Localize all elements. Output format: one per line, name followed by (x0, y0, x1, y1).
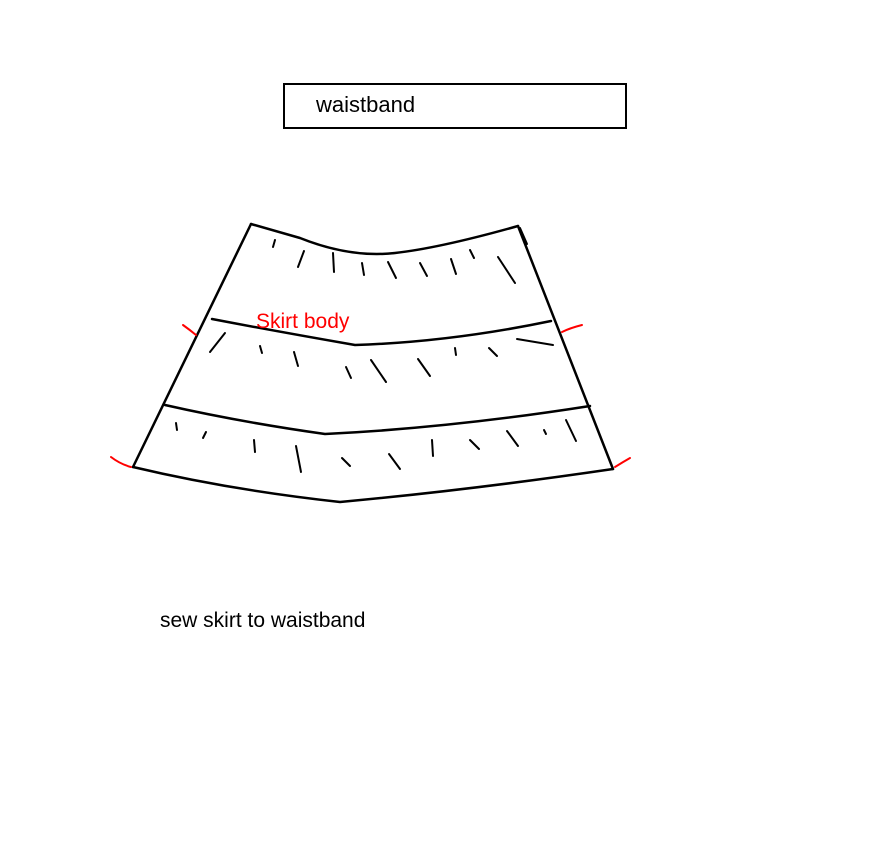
gather-mark (332, 252, 335, 273)
gather-mark (253, 439, 256, 453)
notch-mark-left-lower (110, 456, 132, 468)
gather-mark (519, 227, 528, 245)
gather-mark (175, 422, 178, 431)
gather-mark (297, 250, 305, 268)
gather-mark (388, 453, 401, 470)
gather-mark (488, 347, 498, 357)
gather-mark (565, 419, 577, 442)
gather-mark (450, 258, 457, 275)
gather-mark (469, 249, 475, 259)
gather-mark (202, 431, 207, 439)
gather-mark (370, 359, 387, 383)
gather-mark (419, 262, 428, 277)
gather-mark (387, 261, 397, 279)
gather-mark (454, 347, 457, 356)
skirt-top-edge (249, 222, 520, 256)
gather-mark (341, 457, 351, 467)
gather-mark (259, 345, 263, 354)
notch-mark-right-upper (561, 324, 583, 333)
notch-marks (110, 324, 631, 468)
skirt-bottom-edge (131, 465, 615, 504)
notch-mark-left-upper (182, 324, 197, 336)
gather-mark (469, 439, 480, 450)
skirt-outline (131, 222, 615, 504)
gather-mark (497, 256, 516, 284)
tier-seam-lower (163, 403, 592, 436)
skirt-right-edge (516, 224, 615, 471)
gather-mark (345, 366, 352, 379)
instruction-text: sew skirt to waistband (160, 609, 366, 632)
gather-mark (295, 445, 302, 473)
notch-mark-right-lower (614, 457, 631, 468)
gather-mark (417, 358, 431, 377)
waistband-piece (283, 83, 627, 129)
gather-marks (175, 227, 577, 473)
skirt-left-edge (131, 222, 253, 469)
skirt-body-label: Skirt body (256, 310, 350, 333)
gather-mark (209, 332, 226, 353)
gather-mark (361, 262, 365, 276)
waistband-label: waistband (316, 92, 416, 117)
gather-mark (506, 430, 519, 447)
gather-mark (516, 338, 554, 346)
gather-mark (272, 239, 276, 248)
gather-mark (543, 429, 547, 435)
tier-seam-upper (210, 317, 553, 347)
gather-mark (431, 439, 434, 457)
gather-mark (293, 351, 299, 367)
